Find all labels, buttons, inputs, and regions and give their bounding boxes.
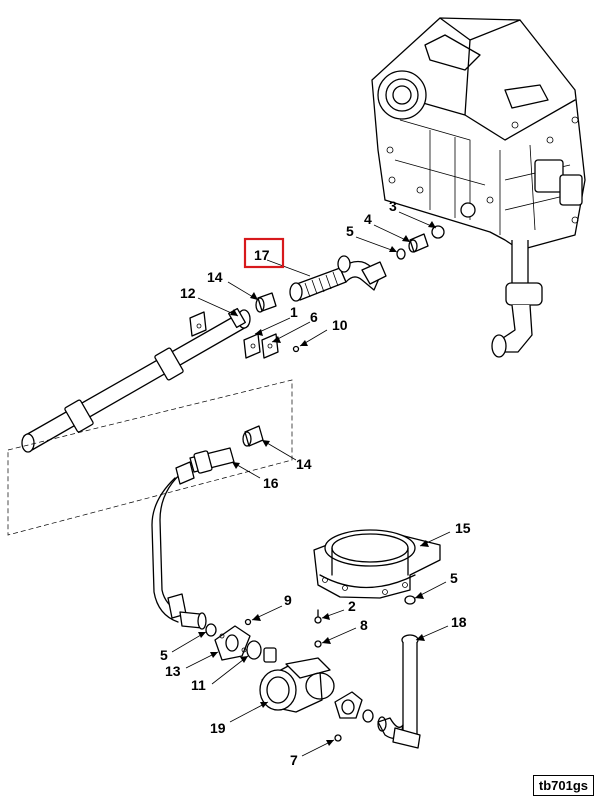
screw-10 <box>292 345 300 353</box>
tube-assembly-12 <box>21 307 251 453</box>
gasket-11 <box>246 640 262 660</box>
pump-19 <box>259 647 335 713</box>
callout-5: 5 <box>346 223 354 239</box>
callout-7: 7 <box>290 752 298 768</box>
gearbox-housing <box>371 17 586 358</box>
screw-8 <box>314 640 322 648</box>
hose-16 <box>151 447 235 630</box>
callout-10: 10 <box>332 317 348 333</box>
o-ring-3 <box>431 225 445 239</box>
filter-base-15 <box>313 529 441 599</box>
callout-19: 19 <box>210 720 226 736</box>
callout-13: 13 <box>165 663 181 679</box>
callout-16: 16 <box>263 475 279 491</box>
reference-outline <box>7 379 293 536</box>
callout-15: 15 <box>455 520 471 536</box>
callout-6: 6 <box>310 309 318 325</box>
outlet-fitting <box>334 691 374 723</box>
callout-4: 4 <box>364 211 372 227</box>
callout-17: 17 <box>254 247 270 263</box>
callout-11: 11 <box>191 677 206 693</box>
figure-id-label: tb701gs <box>532 775 594 796</box>
callout-5-lower: 5 <box>160 647 168 663</box>
callout-18: 18 <box>451 614 467 630</box>
fitting-4 <box>408 233 429 253</box>
bolt-9 <box>244 618 252 626</box>
callouts: 17 3 4 5 14 12 1 6 10 14 16 15 5 9 2 18 … <box>160 198 471 768</box>
callout-9: 9 <box>284 592 292 608</box>
fitting-14-upper <box>255 292 277 313</box>
callout-14: 14 <box>207 269 223 285</box>
screw-7 <box>334 734 342 742</box>
o-ring-5-lower <box>205 623 217 637</box>
callout-8: 8 <box>360 617 368 633</box>
bracket-6 <box>261 333 279 359</box>
callout-1: 1 <box>290 304 298 320</box>
callout-17-highlight <box>243 237 285 269</box>
bolt-2 <box>314 609 322 624</box>
flange-13 <box>214 625 251 661</box>
o-ring-5-upper <box>396 248 406 260</box>
fitting-14-lower <box>242 425 264 447</box>
hose-assembly-17 <box>289 255 387 302</box>
callout-2: 2 <box>348 598 356 614</box>
callout-3: 3 <box>389 198 397 214</box>
callout-12: 12 <box>180 285 196 301</box>
leader-lines <box>171 211 451 757</box>
callout-5-right: 5 <box>450 570 458 586</box>
suction-tube-18 <box>377 634 421 749</box>
o-ring-5-right <box>404 595 416 605</box>
clamp-1 <box>189 311 261 359</box>
callout-14-lower: 14 <box>296 456 312 472</box>
